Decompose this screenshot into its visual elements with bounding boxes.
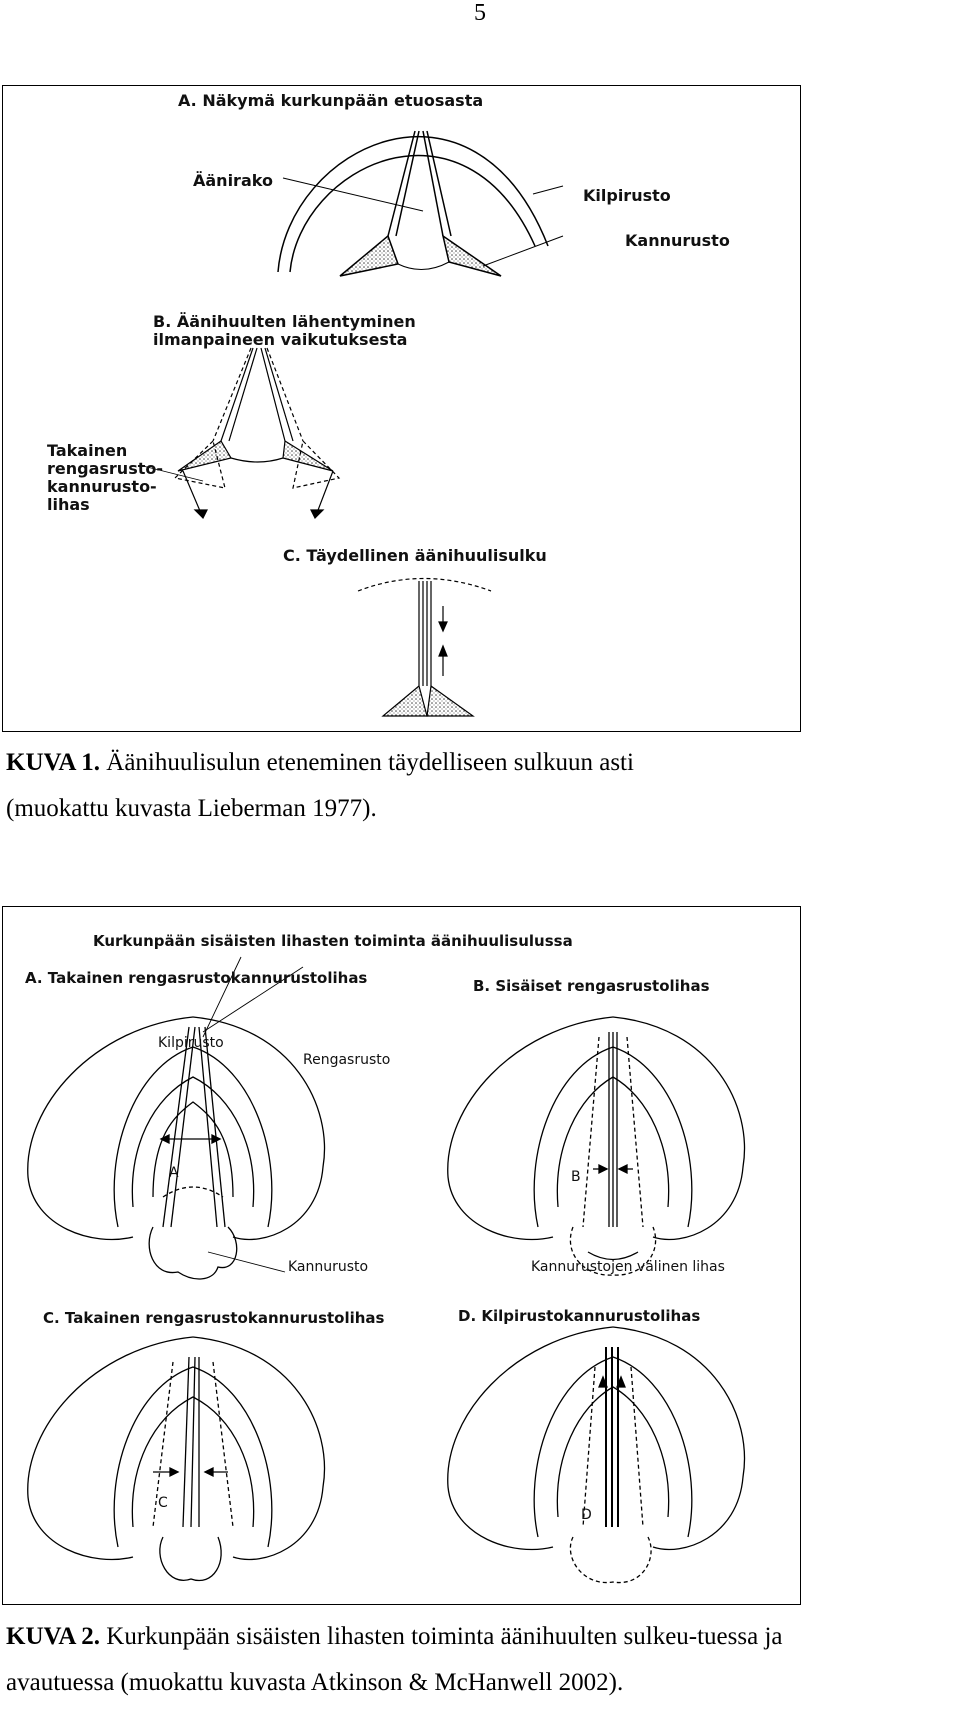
figure-2: Kurkunpään sisäisten lihasten toiminta ä… (2, 906, 801, 1605)
caption-1-text-line1: Äänihuulisulun eteneminen täydelliseen s… (106, 749, 634, 776)
larynx-panel-d (447, 1326, 746, 1584)
figure-1: A. Näkymä kurkunpään etuosasta Äänirako … (2, 85, 801, 732)
caption-2-text-line1: Kurkunpään sisäisten lihasten toiminta ä… (106, 1623, 783, 1650)
figure-2-drawing (27, 956, 746, 1584)
figure-2-label-b: B. Sisäiset rengasrustolihas (473, 977, 710, 995)
letter-a: A (169, 1165, 179, 1181)
figure-2-title: Kurkunpään sisäisten lihasten toiminta ä… (93, 932, 573, 950)
page-number: 5 (474, 0, 486, 26)
label-takainen-2: rengasrusto- (47, 459, 163, 478)
caption-1-number: KUVA 1. (6, 749, 101, 776)
larynx-panel-b (447, 1016, 746, 1276)
vocal-folds-converging (142, 347, 341, 520)
letter-d: D (581, 1507, 592, 1523)
figure-2-label-d: D. Kilpirustokannurustolihas (458, 1307, 701, 1325)
figure-1-label-a: A. Näkymä kurkunpään etuosasta (178, 91, 484, 110)
label-kannurustojen-valinen: Kannurustojen välinen lihas (531, 1259, 725, 1275)
label-kilpirusto-2: Kilpirusto (158, 1035, 224, 1051)
label-aanirako: Äänirako (193, 171, 273, 190)
label-kilpirusto: Kilpirusto (583, 186, 671, 205)
label-takainen-3: kannurusto- (47, 477, 157, 496)
figure-1-label-c: C. Täydellinen äänihuulisulku (283, 546, 547, 565)
label-rengasrusto: Rengasrusto (303, 1052, 391, 1068)
larynx-panel-c (27, 1336, 326, 1582)
label-takainen-1: Takainen (47, 441, 128, 460)
caption-2: KUVA 2. Kurkunpään sisäisten lihasten to… (6, 1614, 956, 1706)
caption-1-text-line2: (muokattu kuvasta Lieberman 1977). (6, 795, 377, 822)
figure-2-label-a: A. Takainen rengasrustokannurustolihas (25, 969, 368, 987)
figure-1-label-b-line1: B. Äänihuulten lähentyminen (153, 312, 416, 331)
label-takainen-4: lihas (47, 495, 90, 514)
figure-2-label-c: C. Takainen rengasrustokannurustolihas (43, 1309, 385, 1327)
larynx-panel-a (27, 956, 326, 1280)
letter-b: B (571, 1169, 581, 1185)
vocal-folds-closed (357, 577, 492, 717)
vocal-folds-open (339, 130, 502, 277)
caption-1: KUVA 1. Äänihuulisulun eteneminen täydel… (6, 740, 956, 832)
figure-1-label-b-line2: ilmanpaineen vaikutuksesta (153, 330, 408, 349)
caption-2-number: KUVA 2. (6, 1623, 101, 1650)
caption-2-text-line2: avautuessa (muokattu kuvasta Atkinson & … (6, 1669, 624, 1696)
figure-1-drawing (142, 130, 564, 717)
label-kannurusto: Kannurusto (625, 231, 730, 250)
label-kannurusto-2: Kannurusto (288, 1259, 369, 1275)
letter-c: C (158, 1495, 168, 1511)
thyroid-arch (277, 135, 549, 273)
